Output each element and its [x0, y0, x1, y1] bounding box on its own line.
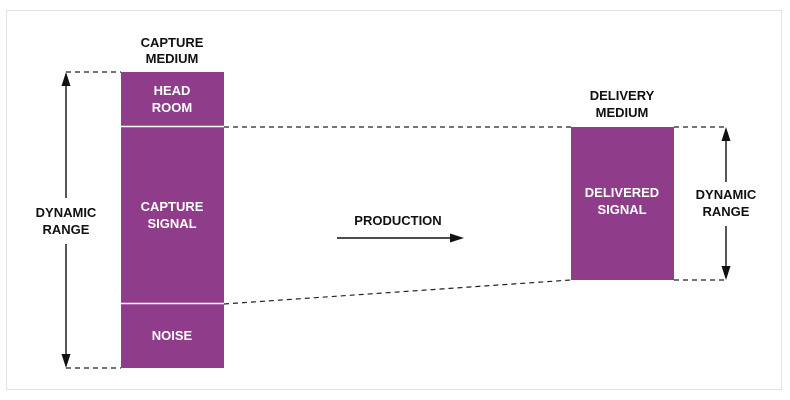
right-dynamic-range-label-line2: RANGE: [703, 204, 750, 219]
left-dynamic-range-label-line2: RANGE: [43, 222, 90, 237]
capture-medium-title-line1: CAPTURE: [141, 35, 204, 50]
capture-signal-segment: [121, 127, 224, 303]
right-range-arrowhead-down: [721, 266, 731, 280]
delivered-signal-label-line2: SIGNAL: [597, 202, 646, 217]
capture-medium-title-line2: MEDIUM: [146, 51, 199, 66]
lower-connecting-dashed-line: [223, 279, 572, 305]
headroom-label-line1: HEAD: [154, 83, 191, 98]
left-range-arrowhead-up: [61, 72, 71, 86]
production-arrowhead: [450, 233, 464, 243]
left-range-arrowhead-down: [61, 354, 71, 368]
right-range-arrowhead-up: [721, 127, 731, 141]
delivered-signal-label-line1: DELIVERED: [585, 185, 659, 200]
headroom-segment: [121, 72, 224, 126]
capture-signal-label-line1: CAPTURE: [141, 199, 204, 214]
noise-segment: [121, 304, 224, 368]
capture-signal-label-line2: SIGNAL: [147, 216, 196, 231]
delivery-medium-title-line2: MEDIUM: [596, 105, 649, 120]
production-label: PRODUCTION: [354, 213, 441, 228]
capture-medium-block: [121, 72, 224, 368]
diagram-frame: [6, 10, 782, 390]
delivered-signal-block: [571, 127, 674, 280]
delivery-medium-title-line1: DELIVERY: [590, 88, 655, 103]
left-dynamic-range-label-line1: DYNAMIC: [36, 205, 97, 220]
noise-label: NOISE: [152, 328, 193, 343]
right-dynamic-range-label-line1: DYNAMIC: [696, 187, 757, 202]
headroom-label-line2: ROOM: [152, 100, 192, 115]
